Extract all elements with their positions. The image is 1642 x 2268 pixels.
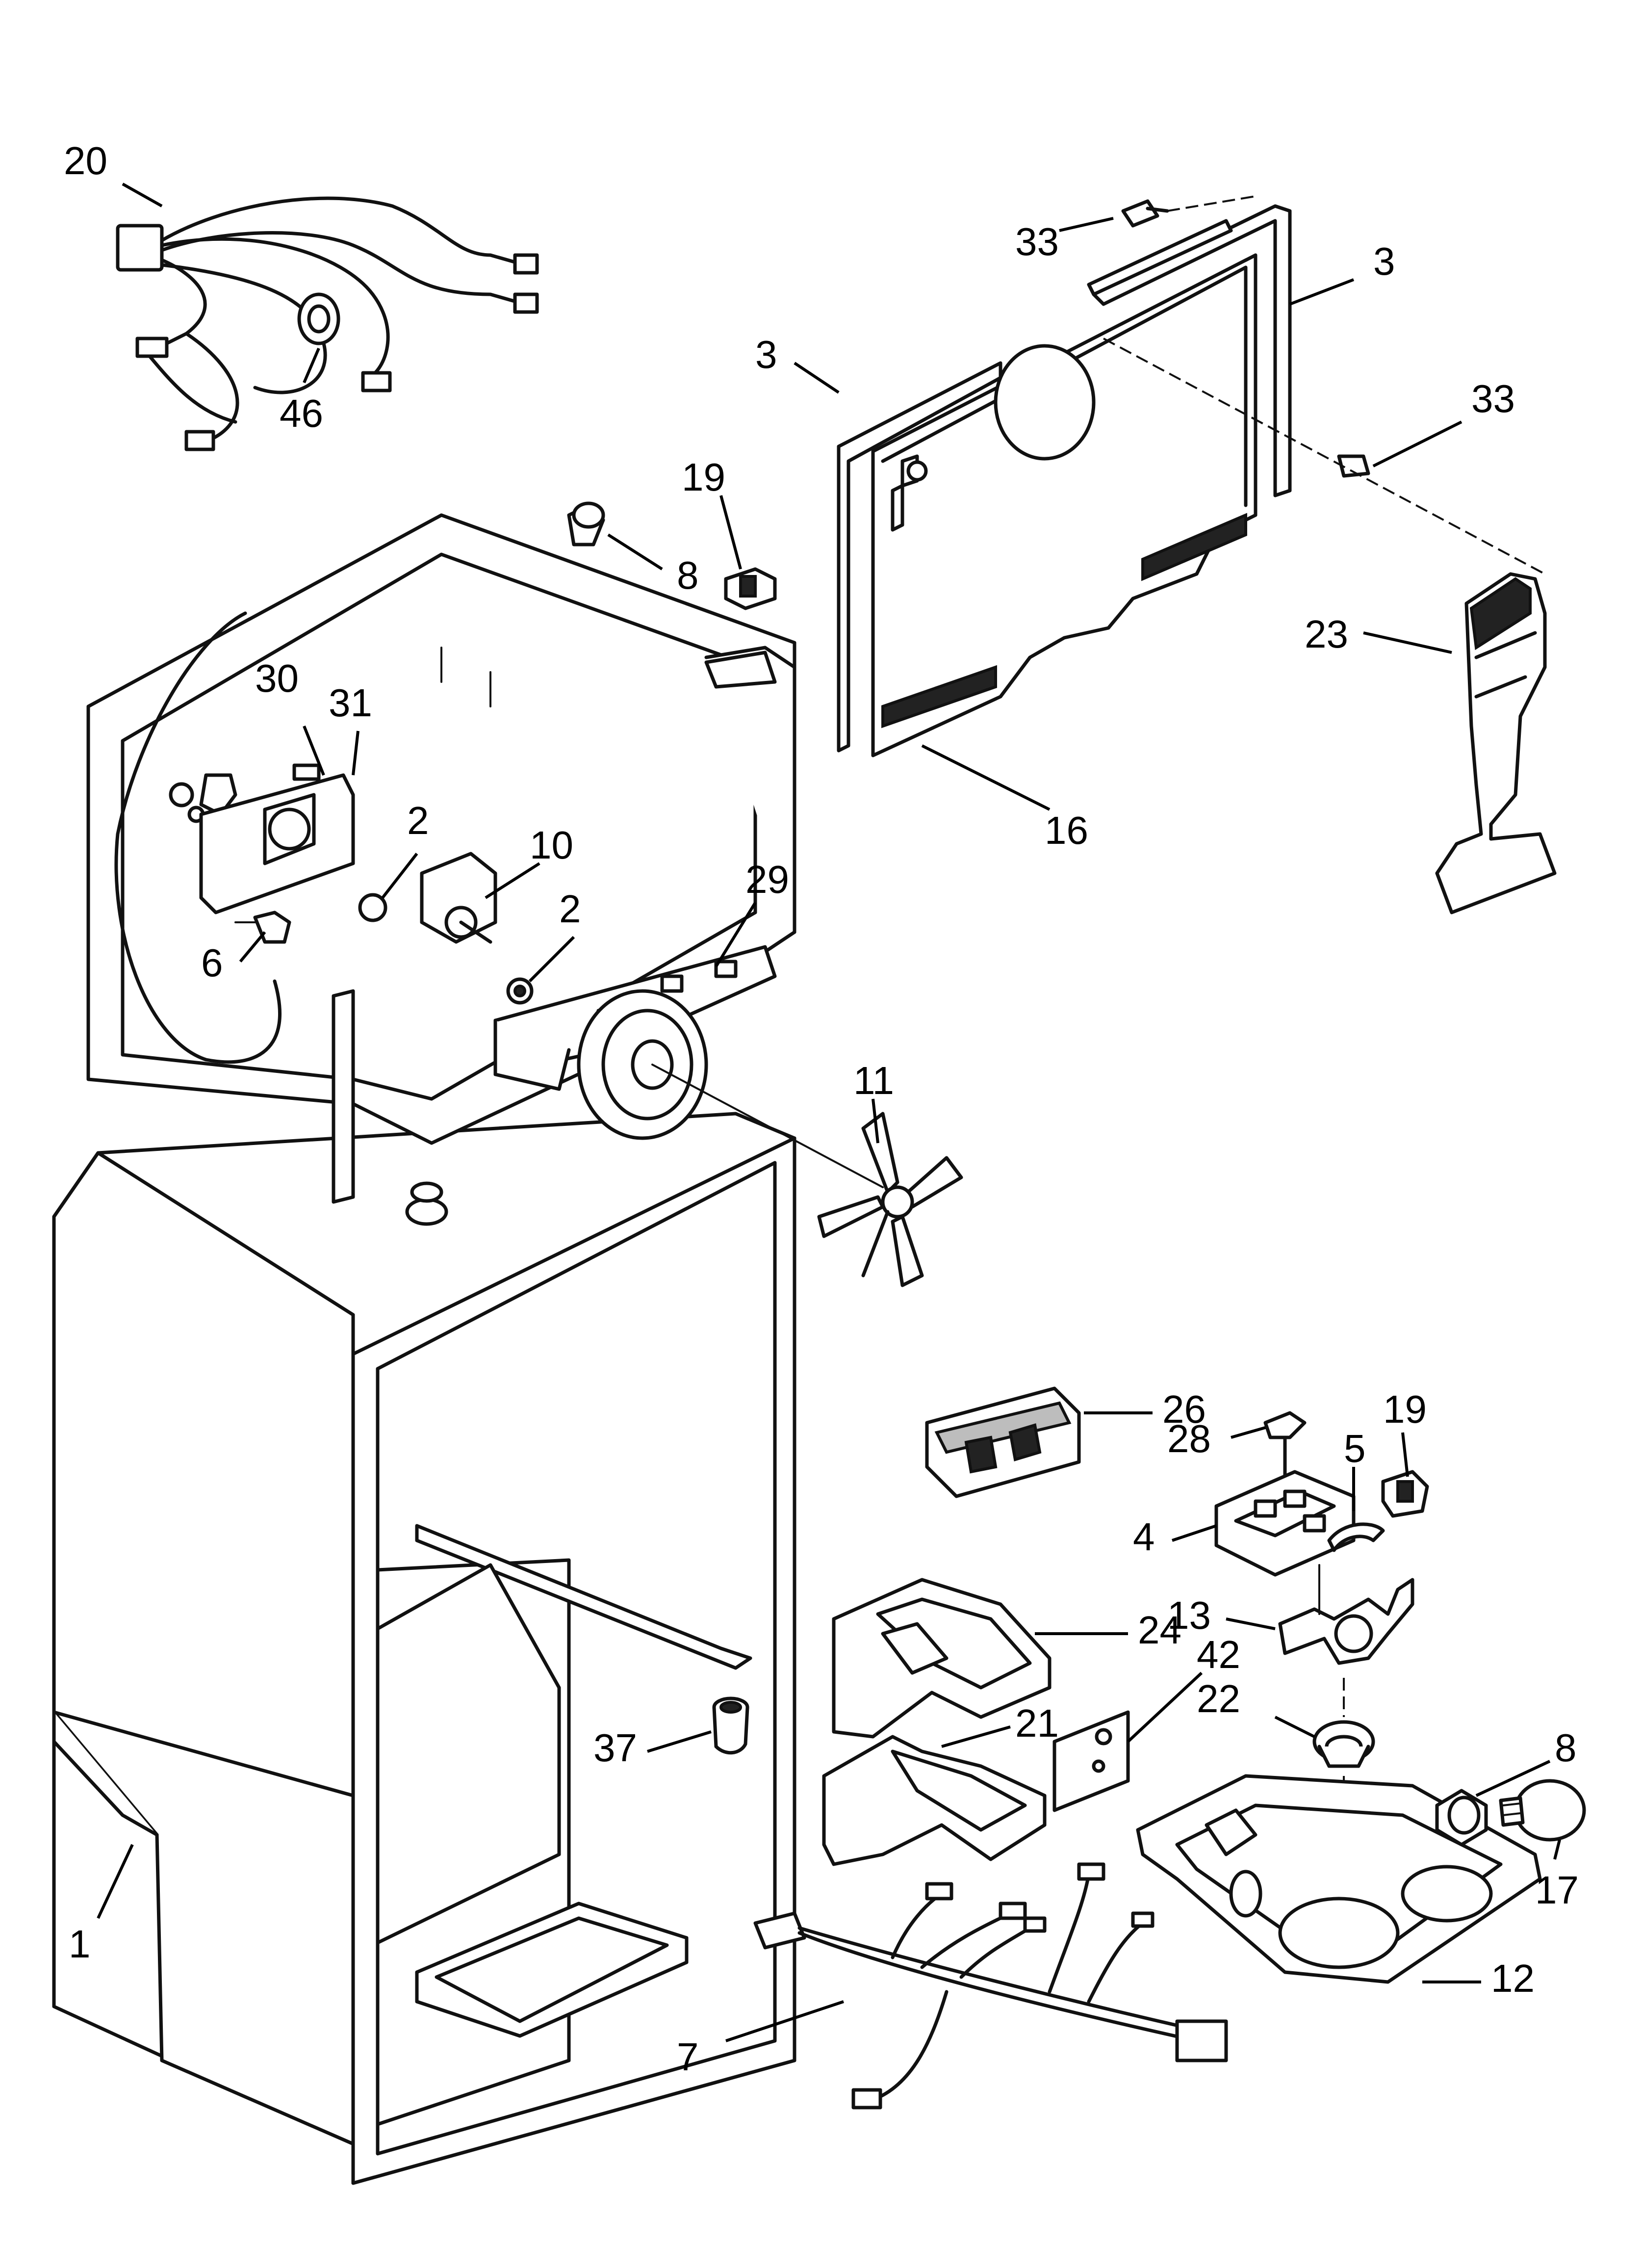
clip-5 (1327, 1522, 1385, 1552)
cabinet-upper-panel (86, 513, 796, 1204)
rear-cover-assembly (837, 195, 1545, 757)
callout-19-top: 19 (682, 455, 725, 499)
callout-8-top: 8 (677, 553, 699, 597)
callout-4: 4 (1133, 1515, 1155, 1559)
callout-33-top: 33 (1015, 220, 1059, 263)
callout-19-bottom: 19 (1383, 1387, 1427, 1431)
callout-8-bottom: 8 (1555, 1726, 1577, 1770)
cup-22 (1312, 1678, 1375, 1864)
callout-26: 26 (1162, 1387, 1206, 1431)
screw-28 (1263, 1411, 1307, 1479)
knob-part-2b (506, 977, 534, 1005)
callout-3-left: 3 (755, 333, 777, 376)
callout-30: 30 (255, 656, 299, 700)
light-socket-bottom (1435, 1789, 1488, 1847)
callout-28: 28 (1167, 1417, 1211, 1460)
wire-harness-top (116, 196, 539, 451)
callout-29: 29 (745, 858, 789, 901)
thermostat-control (420, 852, 497, 944)
callout-23: 23 (1305, 612, 1348, 656)
sleeve-37 (712, 1696, 749, 1755)
callout-7: 7 (677, 2035, 699, 2079)
fan-blade (817, 1112, 963, 1287)
control-housing (925, 1386, 1081, 1498)
callout-21: 21 (1015, 1701, 1059, 1745)
air-duct-assembly (1435, 572, 1557, 914)
switch-top (724, 567, 777, 610)
callout-2-b: 2 (559, 887, 581, 931)
callout-2-a: 2 (407, 799, 429, 842)
callout-20: 20 (64, 139, 107, 182)
leader-lines (97, 182, 1561, 2042)
callout-42: 42 (1197, 1633, 1240, 1676)
callout-37: 37 (593, 1726, 637, 1770)
callout-46: 46 (280, 391, 323, 435)
callout-33-right: 33 (1471, 377, 1515, 420)
callout-5: 5 (1344, 1427, 1366, 1470)
callout-12: 12 (1491, 1956, 1535, 2000)
fan-bracket (493, 945, 884, 1188)
cover-24 (832, 1578, 1052, 1739)
callout-6: 6 (201, 941, 223, 985)
wire-harness-bottom (753, 1862, 1228, 2110)
bracket-13 (1278, 1564, 1414, 1665)
light-socket-top (567, 501, 605, 547)
thermostat-bracket (199, 763, 355, 914)
cabinet-liner (52, 1112, 796, 2185)
callout-16: 16 (1045, 808, 1088, 852)
callout-24: 24 (1138, 1608, 1181, 1652)
control-board (1214, 1470, 1356, 1577)
light-bulb-17 (1499, 1779, 1586, 1842)
callout-31: 31 (329, 681, 372, 725)
callout-13: 13 (1167, 1593, 1211, 1637)
callout-11: 11 (853, 1059, 894, 1102)
callout-3-right: 3 (1373, 239, 1395, 283)
callout-labels: 20 46 33 3 3 33 19 8 23 30 31 16 2 10 29… (64, 139, 1579, 2079)
plate-42 (1052, 1710, 1130, 1812)
knob-part-2a (358, 893, 387, 922)
callout-10: 10 (530, 823, 573, 867)
callout-17: 17 (1535, 1868, 1579, 1912)
callout-1: 1 (69, 1922, 91, 1966)
duct-21 (822, 1735, 1047, 1866)
callout-22: 22 (1197, 1677, 1240, 1721)
switch-bottom (1381, 1470, 1429, 1518)
